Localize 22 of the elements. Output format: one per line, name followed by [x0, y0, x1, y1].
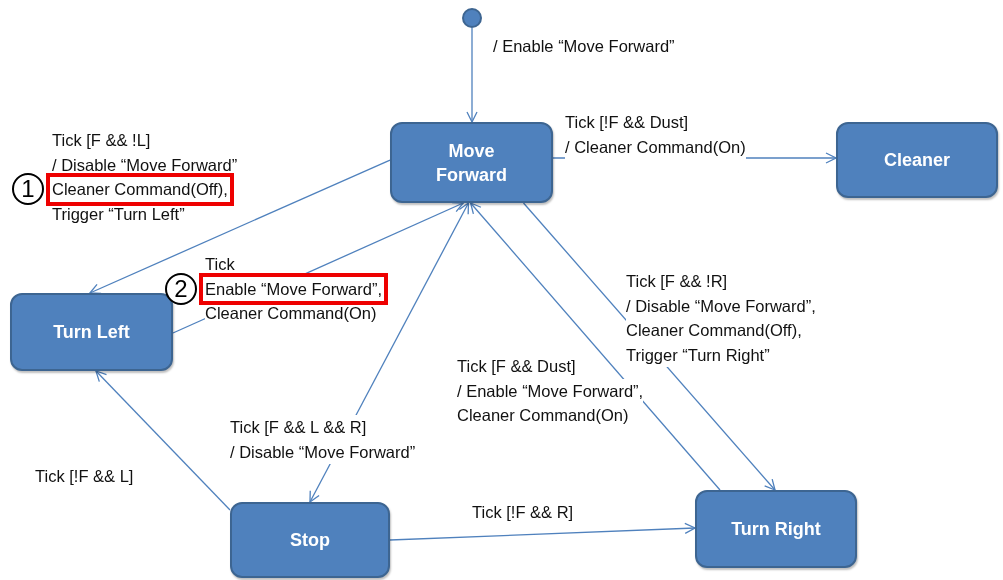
edge-label: Tick Enable “Move Forward”, Cleaner Command(On) — [205, 252, 382, 326]
transition-arrow — [466, 27, 478, 123]
transition-arrow — [469, 202, 721, 491]
callout-number: 1 — [12, 173, 44, 206]
state-name: Turn Right — [731, 518, 821, 541]
state-box — [836, 122, 998, 198]
transition-arrow — [389, 522, 696, 541]
state-box — [230, 502, 390, 578]
state-box — [695, 490, 857, 568]
edge-label: Tick [F && !L] / Disable “Move Forward” Cleaner Command(Off), Trigger “Turn Left” — [52, 128, 238, 226]
edge-label: Tick [F && L && R] / Disable “Move Forward” — [230, 415, 416, 464]
state-name: Move Forward — [435, 139, 508, 187]
edge-label: Tick [F && !R] / Disable “Move Forward”, Cleaner Command(Off), Trigger “Turn Right” — [626, 269, 816, 367]
state-box — [390, 122, 553, 203]
transition-arrow — [95, 370, 231, 511]
state-name: Stop — [290, 529, 330, 552]
transition-arrow — [89, 159, 391, 295]
state-name: Turn Left — [53, 321, 130, 344]
callout-number: 2 — [165, 272, 197, 305]
state-box — [10, 293, 173, 371]
state-name: Cleaner — [883, 149, 950, 172]
initial-state-dot — [462, 8, 482, 28]
